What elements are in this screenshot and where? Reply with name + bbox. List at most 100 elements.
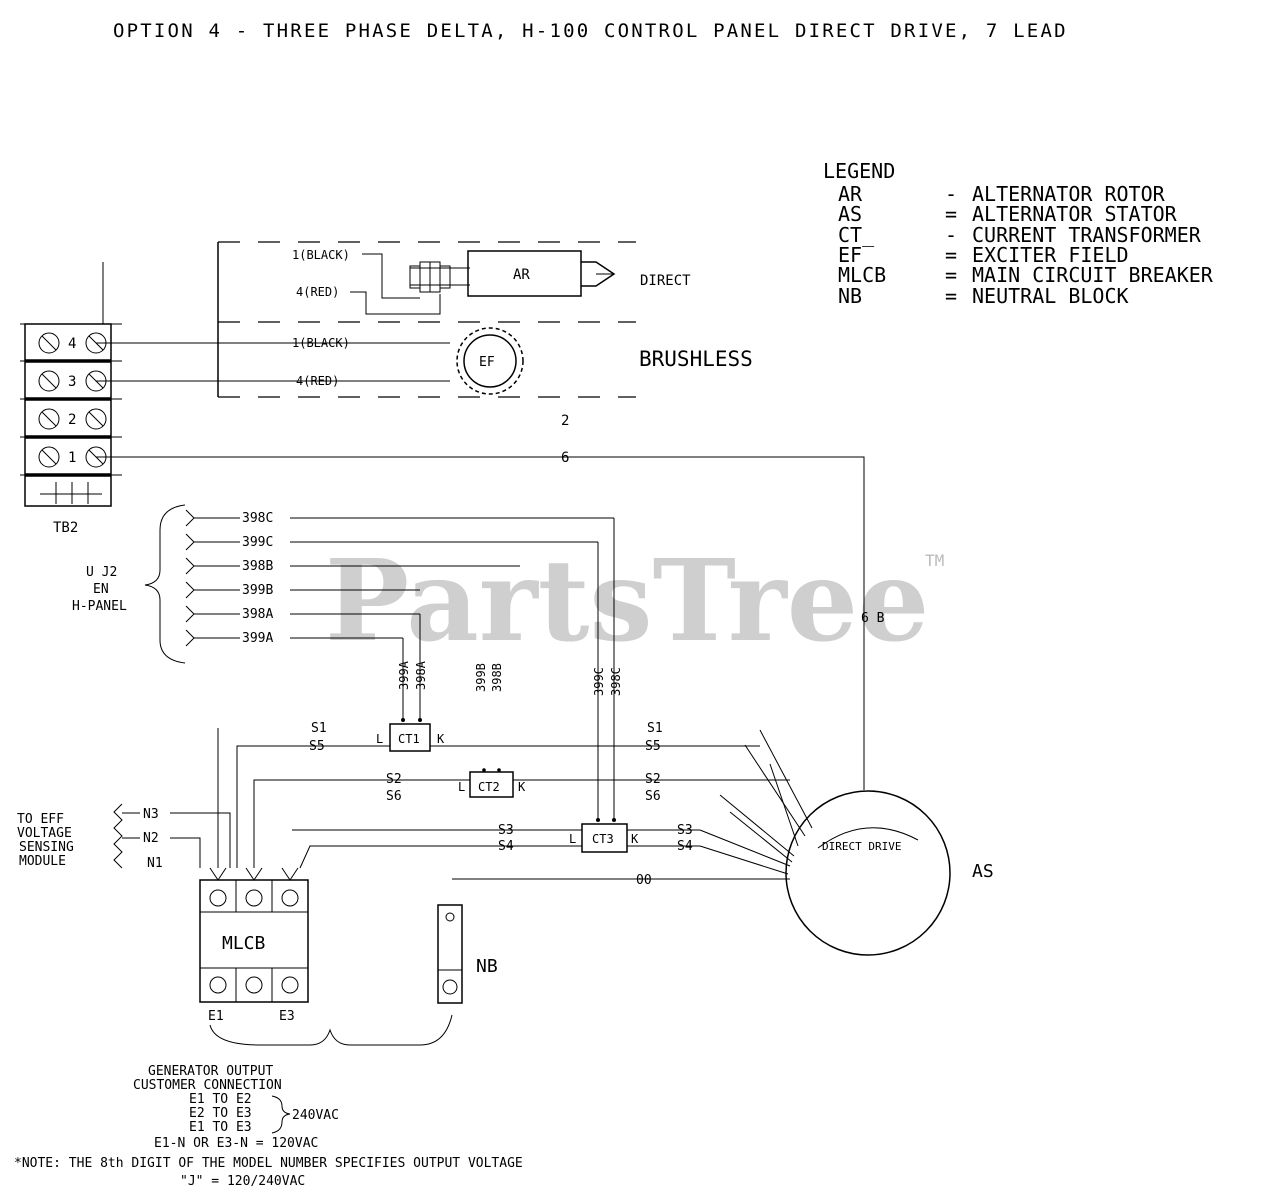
generator-output-notes: GENERATOR OUTPUT CUSTOMER CONNECTION E1 … — [14, 1064, 523, 1189]
tb2-terminal-block: 4 3 2 1 TB2 — [20, 262, 122, 536]
generator-enclosure — [217, 241, 636, 398]
tb2-label: TB2 — [53, 520, 78, 536]
ct2-label: CT2 — [478, 780, 500, 794]
n3-label: N3 — [143, 807, 159, 822]
mlcb-e3: E3 — [279, 1009, 295, 1024]
stator-as-label: AS — [972, 861, 994, 882]
vlabel-398b: 398B — [490, 663, 504, 692]
s4-right: S4 — [677, 839, 693, 854]
ct1-label: CT1 — [398, 732, 420, 746]
j2-lead-398b: 398B — [242, 559, 273, 574]
j2-label-1: U J2 — [86, 565, 117, 580]
legend-code-ar: AR — [838, 182, 863, 206]
legend: LEGEND AR - ALTERNATOR ROTOR AS = ALTERN… — [823, 159, 1214, 308]
j2-lead-399b: 399B — [242, 583, 273, 598]
exciter-ef-label: EF — [479, 355, 495, 370]
tb2-terminal-2: 2 — [68, 412, 76, 428]
current-transformer-ct1: CT1 L K — [376, 718, 445, 752]
j2-label-3: H-PANEL — [72, 599, 127, 614]
output-line-4: E2 TO E3 — [189, 1106, 252, 1121]
s3-left: S3 — [498, 823, 514, 838]
rotor-black-lead: 1(BLACK) — [292, 248, 350, 262]
s2-right: S2 — [645, 772, 661, 787]
stator-leads — [699, 729, 813, 875]
ct3-l: L — [569, 832, 576, 846]
vlabel-398a: 398A — [414, 660, 428, 690]
ct1-l: L — [376, 732, 383, 746]
vs-label-2: VOLTAGE — [17, 826, 72, 841]
watermark: PartsTree — [325, 536, 929, 667]
vs-label-1: TO EFF — [17, 812, 64, 827]
current-transformer-ct2: CT2 L K — [458, 768, 526, 798]
s1-left: S1 — [311, 721, 327, 736]
neutral-block: NB — [437, 904, 498, 1004]
j2-lead-398c: 398C — [242, 511, 273, 526]
vlabel-399a: 399A — [397, 660, 411, 690]
legend-code-nb: NB — [838, 284, 862, 308]
legend-sep-nb: = — [945, 284, 957, 308]
exciter-brushless-label: BRUSHLESS — [639, 347, 753, 371]
legend-desc-ef: EXCITER FIELD — [972, 243, 1129, 267]
output-note: *NOTE: THE 8th DIGIT OF THE MODEL NUMBER… — [14, 1156, 523, 1171]
s4-left: S4 — [498, 839, 514, 854]
tb2-terminal-4: 4 — [68, 336, 76, 352]
tb2-terminal-3: 3 — [68, 374, 76, 390]
output-line-5: E1 TO E3 — [189, 1120, 252, 1135]
legend-sep-as: = — [945, 202, 957, 226]
ct3-k: K — [631, 832, 639, 846]
legend-desc-nb: NEUTRAL BLOCK — [972, 284, 1129, 308]
output-line-3: E1 TO E2 — [189, 1092, 252, 1107]
j2-lead-398a: 398A — [242, 607, 273, 622]
rotor-direct-label: DIRECT — [640, 273, 691, 289]
watermark-tm: TM — [925, 551, 944, 570]
rotor-ar-label: AR — [513, 267, 530, 283]
diagram-title: OPTION 4 - THREE PHASE DELTA, H-100 CONT… — [113, 20, 1068, 42]
legend-sep-ct: - — [945, 223, 957, 247]
vlabel-399b: 399B — [474, 663, 488, 692]
rotor-red-lead: 4(RED) — [296, 285, 339, 299]
wire-00-label: 00 — [636, 873, 652, 888]
vlabel-398c: 398C — [609, 667, 623, 696]
output-note-2: "J" = 120/240VAC — [180, 1174, 305, 1189]
alternator-stator: DIRECT DRIVE AS — [785, 790, 994, 956]
legend-code-as: AS — [838, 202, 862, 226]
legend-sep-mlcb: = — [945, 263, 957, 287]
j2-lead-399c: 399C — [242, 535, 273, 550]
mlcb-label: MLCB — [222, 933, 265, 954]
output-line-6: E1-N OR E3-N = 120VAC — [154, 1136, 318, 1151]
s5-right: S5 — [645, 739, 661, 754]
vlabel-399c: 399C — [592, 667, 606, 696]
legend-code-ef: EF — [838, 243, 862, 267]
n1-label: N1 — [147, 856, 163, 871]
ct1-k: K — [437, 732, 445, 746]
ct3-label: CT3 — [592, 832, 614, 846]
voltage-sensing: TO EFF VOLTAGE SENSING MODULE N3 N2 N1 — [17, 728, 231, 871]
j2-lead-399a: 399A — [242, 631, 273, 646]
s6-right: S6 — [645, 789, 661, 804]
vs-label-3: SENSING — [19, 840, 74, 855]
stator-direct-drive: DIRECT DRIVE — [822, 840, 901, 853]
legend-desc-ar: ALTERNATOR ROTOR — [972, 182, 1166, 206]
ct2-k: K — [518, 780, 526, 794]
main-circuit-breaker: MLCB E1 E3 — [199, 867, 309, 1024]
nb-label: NB — [476, 956, 498, 977]
output-line-2: CUSTOMER CONNECTION — [133, 1078, 282, 1093]
s1-right: S1 — [647, 721, 663, 736]
ct2-l: L — [458, 780, 465, 794]
legend-code-ct: CT_ — [838, 223, 875, 247]
output-line-1: GENERATOR OUTPUT — [148, 1064, 273, 1079]
wire-6-label: 6 — [561, 450, 569, 466]
j2-label-2: EN — [93, 582, 109, 597]
legend-desc-ct: CURRENT TRANSFORMER — [972, 223, 1202, 247]
legend-desc-mlcb: MAIN CIRCUIT BREAKER — [972, 263, 1214, 287]
legend-code-mlcb: MLCB — [838, 263, 886, 287]
n2-label: N2 — [143, 831, 159, 846]
s2-left: S2 — [386, 772, 402, 787]
output-vac: 240VAC — [292, 1108, 339, 1123]
j2-connector: U J2 EN H-PANEL 398C 399C 398B 399B 398A… — [72, 504, 615, 820]
s3-right: S3 — [677, 823, 693, 838]
wire-6b-label: 6 B — [861, 611, 885, 626]
vs-label-4: MODULE — [19, 854, 66, 869]
mlcb-e1: E1 — [208, 1009, 224, 1024]
